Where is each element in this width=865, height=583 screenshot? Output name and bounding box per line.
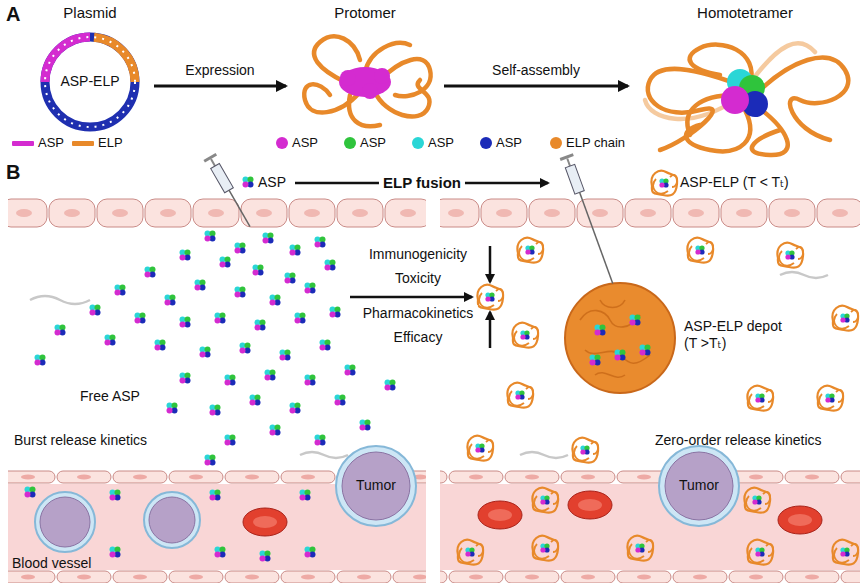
- vessel-wall: [440, 570, 860, 583]
- effect-label: Immunogenicity: [365, 246, 471, 263]
- legend-text: ASP: [360, 135, 386, 151]
- effect-arrow: [489, 312, 492, 348]
- depot: [565, 283, 675, 393]
- node-heading: Plasmid: [30, 4, 150, 22]
- legend-swatch: [550, 137, 562, 149]
- tetramer-core: [721, 69, 768, 117]
- tetramer-chains: [645, 43, 848, 155]
- injection-label: ASP-ELP (T < Tₜ): [680, 174, 789, 191]
- tumor-label: Tumor: [337, 477, 415, 494]
- tissue-band: [440, 198, 860, 228]
- arrow-label: ELP fusion: [379, 174, 465, 192]
- debris: [30, 272, 828, 458]
- arrow-label: Expression: [185, 62, 254, 79]
- plasmid-label: ASP-ELP: [40, 73, 140, 90]
- effect-label: Pharmacokinetics: [359, 305, 478, 322]
- protomer-node: Protomer: [290, 4, 440, 132]
- region-label: Blood vessel: [12, 555, 91, 572]
- depot-node: ASP-ELP depot (T >Tₜ): [562, 280, 798, 396]
- process-arrow: [154, 85, 286, 88]
- vessel-wall: [8, 570, 426, 583]
- depot-label: ASP-ELP depot (T >Tₜ): [684, 318, 796, 352]
- protomer-structure: [304, 36, 430, 126]
- asp-elp-particle: [477, 285, 503, 310]
- tumor-label: Tumor: [660, 477, 738, 494]
- vessel-wall: [440, 470, 860, 484]
- asp-core: [339, 67, 391, 99]
- asp-elp-scene: Zero-order release kinetics ASP-ELP depot…: [440, 196, 860, 583]
- legend-swatch: [412, 137, 424, 149]
- plasmid-node: PlasmidASP-ELP: [30, 4, 150, 146]
- panel-letter: B: [6, 160, 20, 184]
- legend-swatch: [480, 137, 492, 149]
- scene-label: Free ASP: [80, 388, 170, 405]
- asp-elp-particles: [457, 238, 858, 565]
- free-asp-scene: Free ASP Burst release kineticsTumor: [8, 196, 426, 583]
- node-heading: Protomer: [290, 4, 440, 22]
- homotetramer-node: Homotetramer: [632, 4, 858, 160]
- tumor-node: Tumor: [660, 447, 738, 525]
- free-asp-particles: [25, 231, 396, 562]
- legend-swatch: [12, 141, 34, 146]
- process-arrow: [444, 85, 628, 88]
- arrow-label: Self-assembly: [492, 62, 580, 79]
- node-heading: Homotetramer: [632, 4, 858, 22]
- legend-swatch: [276, 137, 288, 149]
- effect-label: Toxicity: [391, 270, 445, 287]
- effect-arrow: [489, 246, 492, 282]
- tumor-node: Tumor: [337, 447, 415, 525]
- legend-text: ASP: [292, 135, 318, 151]
- effect-arrow: [350, 296, 472, 299]
- legend-swatch: [344, 137, 356, 149]
- legend-text: ELP chain: [566, 135, 625, 151]
- asp-icon: [243, 177, 254, 188]
- tissue-band: [8, 198, 426, 228]
- panel-letter: A: [6, 2, 20, 26]
- syringe: [203, 153, 256, 230]
- syringe: [560, 153, 620, 286]
- legend-text: ASP: [428, 135, 454, 151]
- asp-elp-icon: [651, 171, 677, 196]
- injection-label: ASP: [258, 174, 286, 191]
- white-cell: [35, 492, 200, 552]
- effect-label: Efficacy: [390, 329, 447, 346]
- tumor-cell: [336, 446, 739, 526]
- kinetics-label: Burst release kinetics: [14, 432, 214, 449]
- legend-text: ASP: [496, 135, 522, 151]
- kinetics-label: Zero-order release kinetics: [655, 432, 855, 449]
- legend-swatch: [72, 141, 94, 146]
- legend-text: ASP: [38, 135, 64, 151]
- vessel-lumen: [440, 484, 860, 570]
- legend-text: ELP: [98, 135, 123, 151]
